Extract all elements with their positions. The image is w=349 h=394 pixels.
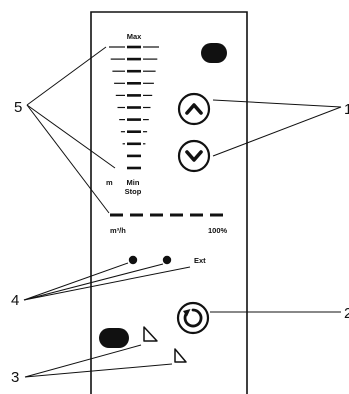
scale-bar <box>119 118 149 121</box>
flow-unit-label: m³/h <box>110 226 126 235</box>
scale-bar <box>114 82 154 85</box>
leader-up <box>212 99 342 108</box>
scale-bar-segment <box>112 70 125 72</box>
panel-outline <box>90 11 248 394</box>
scale-stop-label: Stop <box>125 187 142 196</box>
scale-bar-segment <box>122 143 125 145</box>
scale-bar-segment <box>143 106 151 109</box>
scale-max-label: Max <box>127 32 142 41</box>
scale-bar <box>110 57 158 61</box>
scale-bar <box>109 45 159 49</box>
scale-bar-segment <box>109 46 125 48</box>
callout-cycle-number: 2 <box>344 305 349 322</box>
scale-bar-segment <box>143 58 158 60</box>
scale-bar-segment <box>143 131 148 133</box>
flow-dashes <box>110 213 223 217</box>
led-one <box>128 255 138 265</box>
scale-bar-segment <box>119 119 125 121</box>
height-scale: Max m Min Stop <box>106 32 159 196</box>
scale-bar <box>127 154 141 158</box>
callout-modes-number: 3 <box>11 369 19 386</box>
scale-bar-segment <box>127 166 141 170</box>
leader-led-one <box>23 262 129 301</box>
eighth-wedge-icon <box>174 348 187 363</box>
led-two <box>162 255 172 265</box>
scale-bar <box>122 142 146 146</box>
scale-bar-segment <box>127 142 141 146</box>
scale-bar-segment <box>117 106 125 109</box>
cycle-button[interactable] <box>176 301 210 335</box>
scale-bar-segment <box>115 94 125 96</box>
flow-end-label: 100% <box>208 226 228 235</box>
leader-scale-top <box>26 46 107 106</box>
scale-side-label: m <box>106 178 113 187</box>
callout-leds-number: 4 <box>11 292 19 309</box>
scale-bar-segment <box>143 46 159 48</box>
scale-bar-segment <box>143 94 153 96</box>
scale-bar <box>115 94 153 97</box>
ext-label: Ext <box>194 256 206 265</box>
scale-bar-segment <box>127 82 141 85</box>
scale-bar <box>112 69 156 73</box>
scale-bar-segment <box>127 130 141 133</box>
scale-min-label: Min <box>127 178 140 187</box>
chevron-up-icon <box>185 103 203 115</box>
up-button[interactable] <box>177 92 211 126</box>
scale-bar-segment <box>114 82 125 84</box>
rotate-arrowhead <box>183 309 191 317</box>
scale-bar <box>120 130 148 133</box>
leader-lines <box>23 46 342 378</box>
chevron-down-icon <box>185 150 203 162</box>
down-button[interactable] <box>177 139 211 173</box>
scale-bar-segment <box>127 154 141 158</box>
scale-bar-segment <box>143 119 149 121</box>
flow-scale: m³/h 100% <box>110 213 228 235</box>
scale-bar-segment <box>127 69 141 73</box>
quarter-wedge-icon <box>143 326 158 342</box>
leader-flow <box>26 104 110 214</box>
scale-bar-segment <box>127 106 141 109</box>
leader-mode-b <box>24 363 173 378</box>
leader-scale-bottom <box>26 104 116 169</box>
leader-mode-a <box>24 344 142 378</box>
status-indicator <box>201 43 227 63</box>
scale-bar-segment <box>120 131 125 133</box>
scale-bar-segment <box>110 58 125 60</box>
down-button-ring <box>177 139 211 173</box>
leader-ext <box>23 266 191 301</box>
scale-bar-segment <box>127 45 141 49</box>
mode-indicator <box>99 328 129 348</box>
scale-bar-segment <box>143 82 154 84</box>
leader-down <box>212 106 342 157</box>
scale-bars <box>109 45 159 170</box>
scale-bar-segment <box>127 118 141 121</box>
scale-bar-segment <box>143 70 156 72</box>
scale-bar-segment <box>143 143 146 145</box>
scale-bar-segment <box>127 94 141 97</box>
callout-scale-number: 5 <box>14 99 22 116</box>
callout-arrows-number: 1 <box>344 101 349 118</box>
cycle-button-ring <box>176 301 210 335</box>
rotate-icon <box>183 308 203 328</box>
scale-bar-segment <box>127 57 141 61</box>
up-button-ring <box>177 92 211 126</box>
scale-bar <box>127 166 141 170</box>
scale-bar <box>117 106 151 109</box>
leader-led-two <box>23 263 164 301</box>
